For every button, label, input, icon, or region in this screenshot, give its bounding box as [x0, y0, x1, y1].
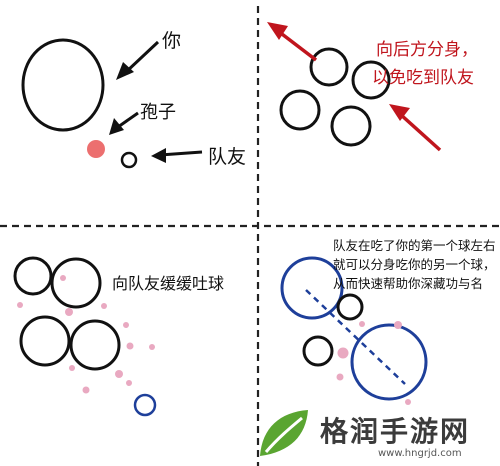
ejected-spores	[17, 275, 155, 394]
spore	[101, 303, 107, 309]
split-path	[305, 289, 406, 385]
spore	[17, 302, 23, 308]
spore	[405, 399, 411, 405]
panel2-caption-line1: 向后方分身，	[376, 40, 478, 60]
spore	[336, 373, 344, 381]
spore	[149, 344, 155, 350]
watermark-url: www.hngrjd.com	[378, 448, 462, 459]
player-cell-2	[50, 257, 102, 309]
player-cell	[21, 38, 105, 132]
player-cell-1	[13, 256, 53, 296]
label-spore: 孢子	[140, 102, 176, 123]
spore	[123, 322, 129, 328]
panel-1	[21, 38, 203, 169]
spore	[394, 321, 402, 329]
spore	[69, 365, 75, 371]
panel-2	[267, 22, 442, 152]
panel3-caption: 向队友缓缓吐球	[112, 274, 225, 293]
panel2-caption-line2: 以免吃到队友	[372, 68, 474, 88]
label-teammate: 队友	[208, 146, 247, 168]
player-cell-4	[69, 319, 121, 371]
arrow-to-player	[116, 40, 160, 80]
split-cell-left	[279, 89, 321, 131]
leaf-logo-icon	[260, 410, 308, 456]
player-cell-3	[19, 315, 71, 367]
spore	[337, 347, 349, 359]
arrow-to-spore	[109, 111, 139, 135]
arrow-teammate-approach	[389, 104, 442, 152]
spore	[82, 386, 90, 394]
split-cell-bottom	[330, 105, 372, 147]
spore	[126, 342, 134, 350]
split-cell-top	[309, 47, 349, 87]
watermark: 格润手游网 www.hngrjd.com	[250, 402, 500, 466]
panel4-caption: 队友在吃了你的第一个球左右就可以分身吃你的另一个球，从而快速帮助你深藏功与名	[333, 238, 496, 291]
teammate-cell	[120, 151, 138, 169]
player-cell-top	[336, 293, 364, 321]
arrow-to-teammate	[151, 148, 203, 163]
teammate-cell	[133, 393, 157, 417]
teammate-split-cell	[350, 323, 428, 401]
spores	[336, 321, 411, 405]
spore	[87, 140, 105, 158]
panel-3	[13, 256, 157, 417]
spore	[65, 308, 73, 316]
spore	[359, 321, 365, 327]
panel-4	[280, 256, 428, 405]
quadrant-dividers	[0, 6, 500, 466]
label-you: 你	[162, 30, 182, 52]
teammate-large-cell	[280, 256, 344, 320]
spore	[60, 275, 66, 281]
spore	[126, 380, 132, 386]
spore	[115, 370, 123, 378]
player-cell-bottom	[302, 335, 334, 367]
arrow-split-back	[267, 22, 318, 62]
watermark-name: 格润手游网	[320, 415, 471, 448]
split-cell-right	[351, 60, 391, 100]
